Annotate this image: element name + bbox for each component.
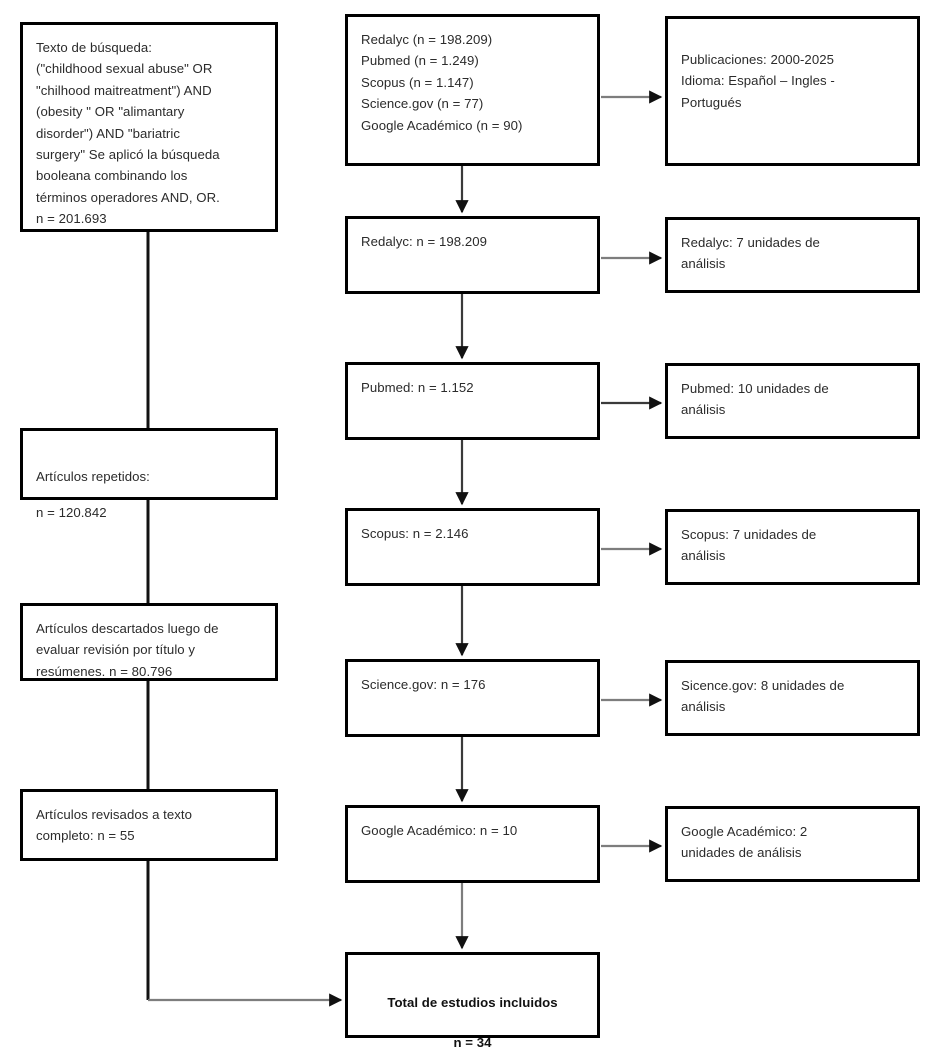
result-pubmed-box: Pubmed: 10 unidades de análisis bbox=[665, 363, 920, 439]
total-included-studies-box: Total de estudios incluidos n = 34 bbox=[345, 952, 600, 1050]
filters-criteria-box: Publicaciones: 2000-2025 Idioma: Español… bbox=[665, 16, 920, 166]
discarded-articles-box: Artículos descartados luego de evaluar r… bbox=[20, 603, 278, 681]
search-strategy-box: Texto de búsqueda: ("childhood sexual ab… bbox=[20, 22, 278, 232]
duplicate-articles-count: n = 120.842 bbox=[36, 504, 107, 520]
total-included-count: n = 34 bbox=[453, 1034, 492, 1050]
result-google-box: Google Académico: 2 unidades de análisis bbox=[665, 806, 920, 882]
databases-sources-box: Redalyc (n = 198.209) Pubmed (n = 1.249)… bbox=[345, 14, 600, 166]
duplicate-articles-label: Artículos repetidos: bbox=[36, 469, 150, 485]
center-step-sciencegov-box: Science.gov: n = 176 bbox=[345, 659, 600, 737]
fulltext-reviewed-box: Artículos revisados a texto completo: n … bbox=[20, 789, 278, 861]
center-to-right-connectors bbox=[601, 90, 663, 853]
duplicate-articles-box: Artículos repetidos: n = 120.842 bbox=[20, 428, 278, 520]
result-sciencegov-box: Sicence.gov: 8 unidades de análisis bbox=[665, 660, 920, 736]
center-step-scopus-box: Scopus: n = 2.146 bbox=[345, 508, 600, 586]
result-scopus-box: Scopus: 7 unidades de análisis bbox=[665, 509, 920, 585]
center-step-google-box: Google Académico: n = 10 bbox=[345, 805, 600, 883]
center-step-pubmed-box: Pubmed: n = 1.152 bbox=[345, 362, 600, 440]
center-step-redalyc-box: Redalyc: n = 198.209 bbox=[345, 216, 600, 294]
total-included-title: Total de estudios incluidos bbox=[387, 995, 558, 1011]
result-redalyc-box: Redalyc: 7 unidades de análisis bbox=[665, 217, 920, 293]
